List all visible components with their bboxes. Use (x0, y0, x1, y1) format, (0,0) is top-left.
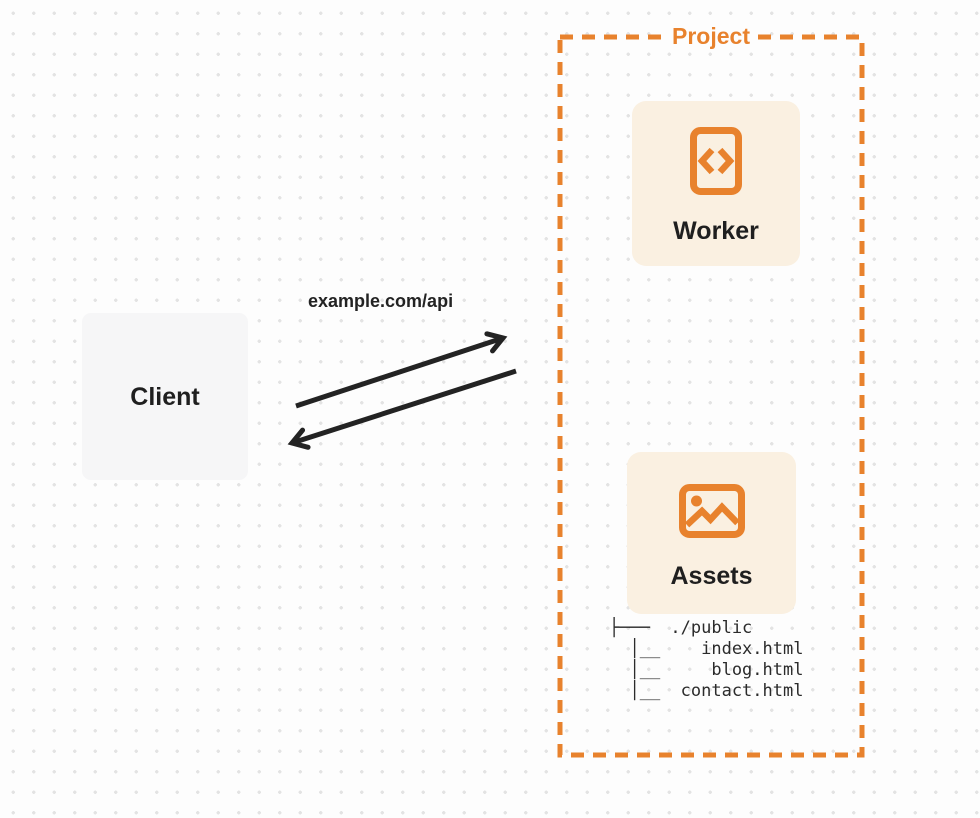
worker-card: Worker (632, 101, 800, 266)
client-label: Client (130, 382, 200, 411)
request-url-label: example.com/api (308, 291, 454, 311)
file-tree-line-index: │__ index.html (609, 639, 804, 659)
assets-file-tree: ├─── ./public │__ index.html │__ blog.ht… (609, 618, 803, 702)
file-tree-line-blog: │__ blog.html (609, 660, 804, 680)
image-icon (678, 484, 745, 538)
assets-card: Assets (627, 452, 796, 614)
code-file-icon (690, 127, 742, 195)
file-tree-line-contact: │__ contact.html (609, 681, 804, 701)
project-label: Project (666, 23, 756, 50)
worker-label: Worker (673, 217, 759, 245)
client-card: Client (82, 313, 248, 480)
assets-label: Assets (670, 562, 753, 590)
file-tree-line-root: ├─── ./public (609, 618, 753, 638)
